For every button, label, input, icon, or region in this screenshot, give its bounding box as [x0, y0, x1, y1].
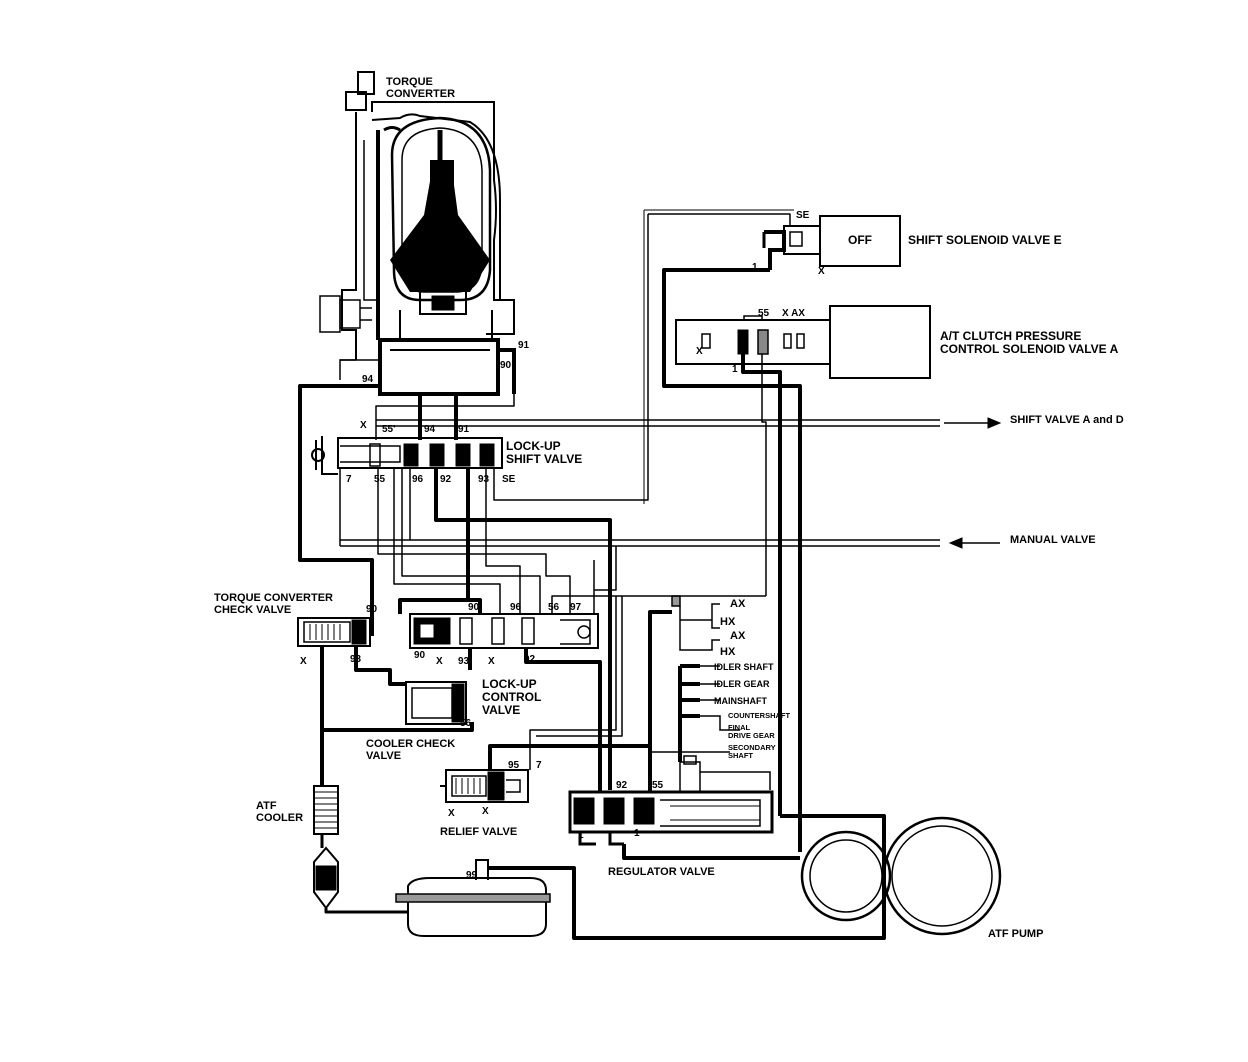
label-hx-1: HX [720, 616, 736, 628]
port-rv-7: 7 [536, 760, 542, 771]
port-lc-x2-bottom: X [488, 656, 495, 667]
port-ls-91: 91 [458, 424, 470, 435]
label-manual-valve: MANUAL VALVE [1010, 534, 1096, 546]
tc-check-valve [297, 617, 371, 647]
port-ls-93: 93 [478, 474, 490, 485]
label-secondary-shaft: SECONDARY SHAFT [728, 743, 776, 760]
port-sol-a-1: 1 [732, 364, 738, 375]
port-se-top: SE [796, 210, 810, 221]
port-91-tc: 91 [518, 340, 530, 351]
label-lockup-shift-valve: LOCK-UP SHIFT VALVE [506, 439, 583, 466]
port-rg-1b: 1 [634, 828, 640, 839]
label-hx-2: HX [720, 646, 736, 658]
lockup-control-valve [405, 613, 599, 725]
atf-cooler [313, 785, 339, 910]
port-sol-a-xax: X AX [782, 308, 805, 319]
label-mainshaft: MAINSHAFT [714, 696, 767, 706]
port-lc-x-bottom: X [436, 656, 443, 667]
port-tc-93: 93 [350, 654, 362, 665]
port-rv-x1: X [448, 808, 455, 819]
port-rg-92: 92 [616, 780, 628, 791]
torque-converter [319, 71, 516, 396]
shaft-feed-lines [650, 595, 740, 753]
arrow-manual-valve [948, 537, 1000, 549]
port-lc-96-top: 96 [510, 602, 522, 613]
label-ax-1: AX [730, 598, 746, 610]
port-lc-92-bottom: 92 [524, 654, 536, 665]
label-idler-gear: IDLER GEAR [714, 679, 770, 689]
port-ls-92: 92 [440, 474, 452, 485]
port-tc-x: X [300, 656, 307, 667]
port-sol-e-x: X [818, 266, 825, 277]
port-90-tc: 90 [500, 360, 512, 371]
port-rg-55: 55 [652, 780, 664, 791]
label-atf-cooler: ATF COOLER [256, 800, 304, 824]
port-ls-x: X [360, 420, 367, 431]
relief-valve [445, 769, 529, 803]
port-ls-55: 55 [374, 474, 386, 485]
atclutch-pressure-solenoid-a [675, 305, 931, 379]
port-lc-93-bottom: 93 [458, 656, 470, 667]
label-lockup-control-valve: LOCK-UP CONTROL VALVE [482, 677, 542, 717]
port-rg-1a: 1 [578, 830, 584, 841]
hydraulic-lines [298, 209, 940, 940]
port-lc-56-side: 56 [460, 718, 472, 729]
port-ls-se: SE [502, 474, 516, 485]
port-ls-94: 94 [424, 424, 436, 435]
label-ax-2: AX [730, 630, 746, 642]
port-ls-96: 96 [412, 474, 424, 485]
port-99: 99 [466, 870, 478, 881]
label-cooler-check-valve: COOLER CHECK VALVE [366, 738, 456, 762]
port-tc-90: 90 [366, 604, 378, 615]
port-rv-95: 95 [508, 760, 520, 771]
label-relief-valve: RELIEF VALVE [440, 826, 518, 838]
regulator-valve [568, 755, 774, 846]
port-ls-55p: 55' [382, 424, 396, 435]
port-rv-x2: X [482, 806, 489, 817]
label-atf-pump: ATF PUMP [988, 928, 1044, 940]
label-torque-converter: TORQUE CONVERTER [386, 76, 456, 100]
port-sol-a-x: X [696, 346, 703, 357]
port-lc-90-top: 90 [468, 602, 480, 613]
arrow-shift-valve-ad [944, 417, 1002, 429]
atf-pump [800, 816, 1002, 936]
label-countershaft: COUNTERSHAFT [728, 711, 791, 720]
atf-sump [395, 859, 551, 937]
label-tc-check-valve: TORQUE CONVERTER CHECK VALVE [214, 592, 333, 616]
shift-solenoid-valve-e [762, 215, 901, 270]
label-atclutch-solenoid-a: A/T CLUTCH PRESSURE CONTROL SOLENOID VAL… [940, 329, 1119, 356]
label-final-drive-gear: FINAL DRIVE GEAR [728, 723, 775, 740]
label-solenoid-off: OFF [848, 233, 872, 247]
port-lc-56-top: 56 [548, 602, 560, 613]
label-shift-solenoid-e: SHIFT SOLENOID VALVE E [908, 233, 1062, 247]
port-lc-97-top: 97 [570, 602, 582, 613]
label-shift-valve-ad: SHIFT VALVE A and D [1010, 414, 1124, 426]
port-sol-e-1: 1 [752, 262, 758, 273]
port-94-tc: 94 [362, 374, 374, 385]
label-idler-shaft: IDLER SHAFT [714, 662, 774, 672]
label-regulator-valve: REGULATOR VALVE [608, 866, 715, 878]
port-sol-a-55: 55 [758, 308, 770, 319]
port-ls-7: 7 [346, 474, 352, 485]
port-lc-90-bottom: 90 [414, 650, 426, 661]
